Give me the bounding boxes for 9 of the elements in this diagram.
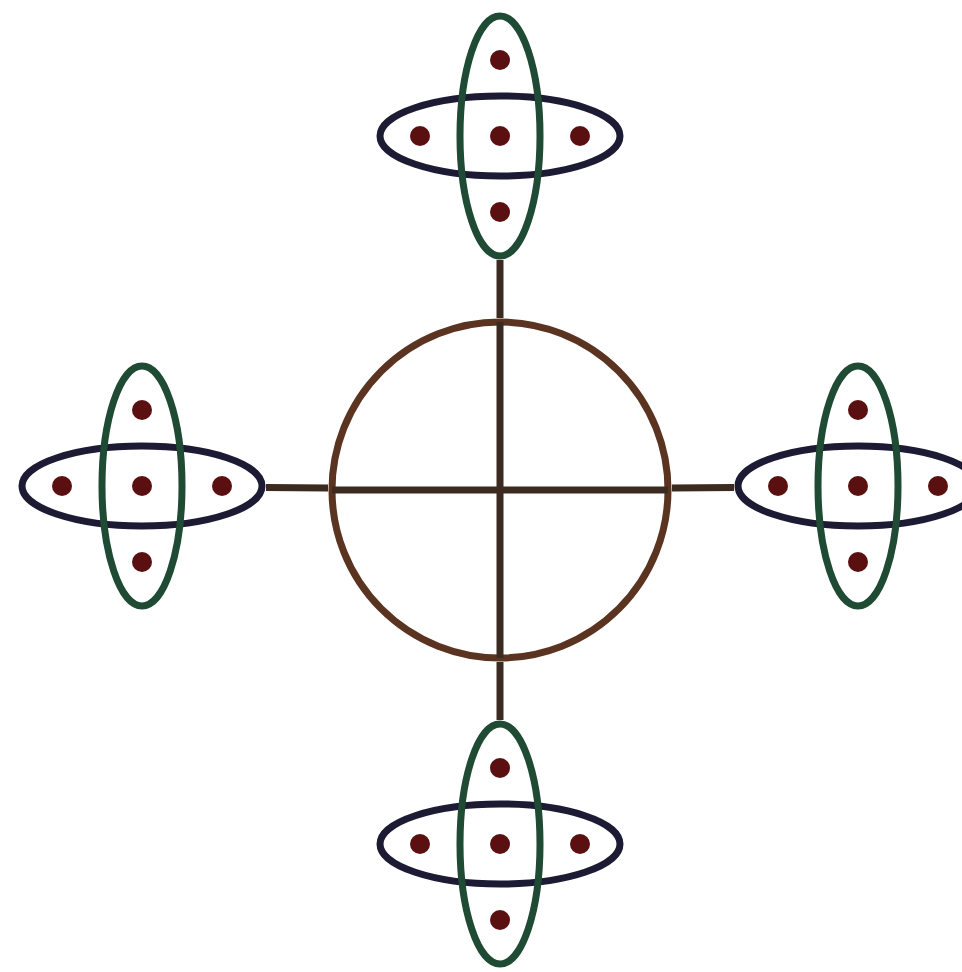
crossed-ellipses-drawing <box>18 362 266 610</box>
connector-line <box>496 260 504 318</box>
connector-line <box>496 662 504 720</box>
connector-line <box>671 483 735 492</box>
crossed-ellipses-drawing <box>376 720 624 968</box>
crossed-ellipses-drawing <box>734 362 962 610</box>
crossed-ellipses-drawing <box>376 12 624 260</box>
connector-line <box>265 483 329 492</box>
circle-with-cross-drawing <box>328 318 672 662</box>
